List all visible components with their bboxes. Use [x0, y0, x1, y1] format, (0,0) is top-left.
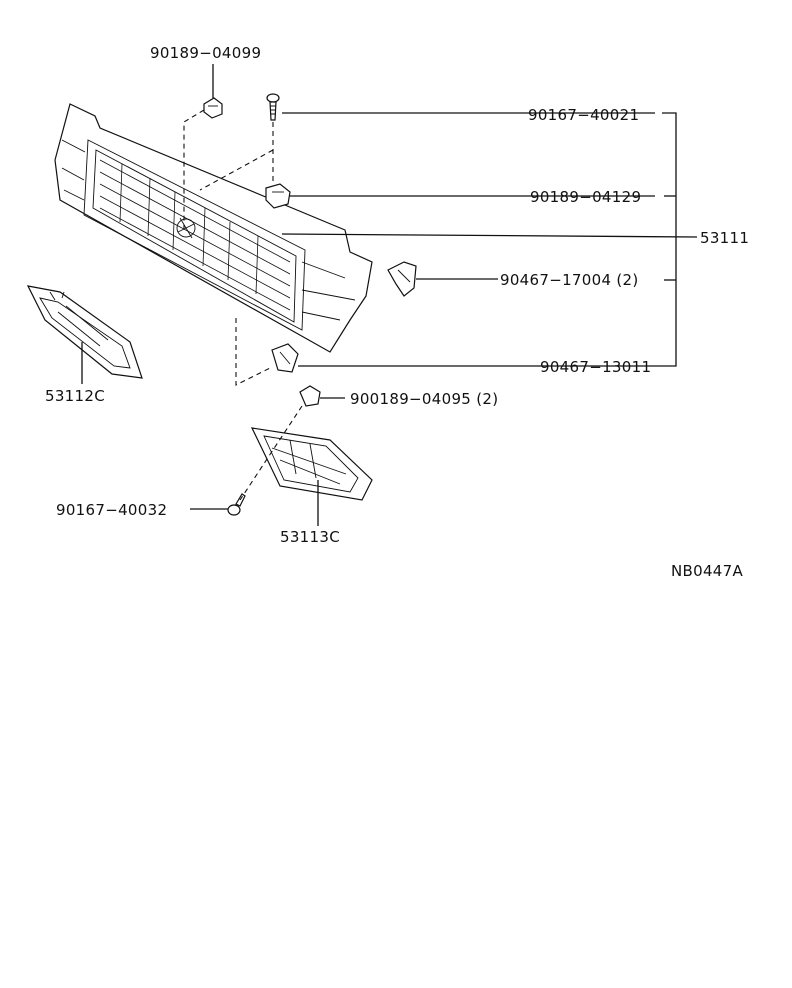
label-90167-40021: 90167−40021 [528, 106, 639, 124]
label-90189-04099: 90189−04099 [150, 44, 261, 62]
side-panel-53112C [26, 285, 143, 379]
label-90467-13011: 90467−13011 [540, 358, 651, 376]
grille-53111 [54, 103, 373, 353]
diagram-code: NB0447A [671, 562, 743, 580]
label-53113C: 53113C [280, 528, 340, 546]
clip-90467-17004 [387, 261, 417, 297]
label-900189-04095: 900189−04095 (2) [350, 390, 498, 408]
label-90467-17004: 90467−17004 (2) [500, 271, 639, 289]
clip-90467-13011 [271, 343, 299, 373]
clip-90189-04099 [203, 97, 223, 119]
label-90167-40032: 90167−40032 [56, 501, 167, 519]
screw-90167-40021 [266, 93, 280, 121]
leader-lines [81, 64, 698, 526]
lower-panel-53113C [250, 427, 373, 501]
label-53112C: 53112C [45, 387, 105, 405]
label-90189-04129: 90189−04129 [530, 188, 641, 206]
nut-900189-04095 [299, 385, 321, 407]
label-53111: 53111 [700, 229, 749, 247]
assembly-lines [183, 109, 303, 501]
nut-90189-04129 [265, 183, 291, 209]
